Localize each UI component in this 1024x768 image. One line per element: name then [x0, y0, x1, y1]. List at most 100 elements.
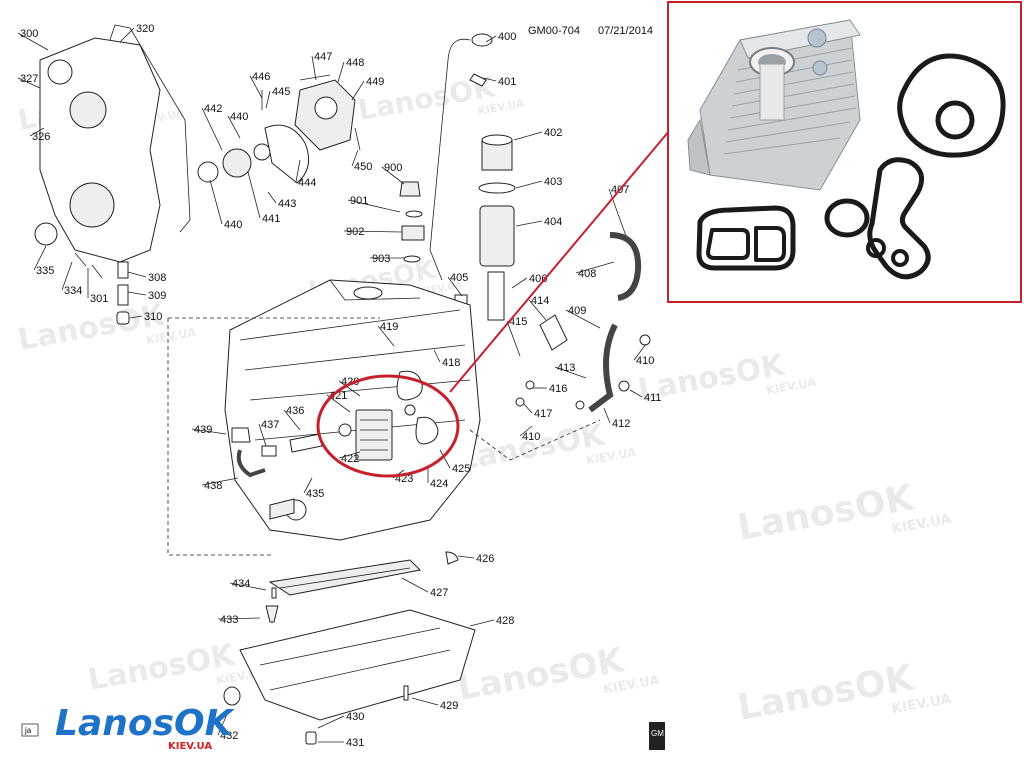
part-callout-310: 310 [144, 311, 162, 323]
leader-line [295, 159, 301, 183]
leader-line [33, 245, 47, 271]
gm-mark: GM [651, 729, 664, 738]
part-callout-422: 422 [341, 453, 359, 465]
corner-box-left [21, 723, 39, 737]
leader-line [127, 271, 147, 278]
watermark-text: LanosOK [455, 640, 629, 709]
leader-line [575, 261, 615, 274]
leader-line [247, 171, 261, 219]
part-callout-414: 414 [531, 295, 549, 307]
part-callout-430: 430 [346, 711, 364, 723]
diagram-code: GM00-704 [528, 25, 580, 37]
part-callout-415: 415 [509, 316, 527, 328]
leader-line [338, 380, 361, 397]
leader-line [515, 180, 543, 189]
leader-line [506, 320, 521, 357]
leader-line [523, 403, 533, 414]
part-callout-301: 301 [90, 293, 108, 305]
logo-text: LanosOK [55, 703, 236, 744]
leader-line [351, 80, 365, 101]
leader-line [351, 149, 359, 167]
part-callout-427: 427 [430, 587, 448, 599]
part-callout-442: 442 [204, 103, 222, 115]
leader-line [457, 555, 475, 559]
leader-line [447, 276, 463, 297]
part-callout-426: 426 [476, 553, 494, 565]
part-callout-901: 901 [350, 195, 368, 207]
brand-logo[interactable]: LanosOK KIEV.UA [55, 703, 236, 752]
leader-line [565, 309, 601, 329]
part-callout-440: 440 [230, 111, 248, 123]
part-callout-327: 327 [20, 73, 38, 85]
gasket-set [696, 53, 1006, 280]
part-callout-320: 320 [136, 23, 154, 35]
part-callout-903: 903 [372, 253, 390, 265]
logo-subtext: KIEV.UA [168, 741, 212, 752]
leader-line [29, 127, 45, 137]
corner-mark-left: ja [24, 726, 32, 735]
leader-line [347, 199, 401, 213]
leader-line [267, 191, 277, 204]
leader-line [528, 299, 547, 321]
part-callout-428: 428 [496, 615, 514, 627]
leader-line [554, 366, 587, 379]
part-callout-400: 400 [498, 31, 516, 43]
gm-mark-box [649, 722, 665, 750]
part-callout-308: 308 [148, 272, 166, 284]
leader-line [433, 349, 441, 363]
part-callout-405: 405 [450, 272, 468, 284]
leader-line [127, 291, 147, 296]
watermark-text: LanosOK [734, 657, 917, 728]
leader-line [633, 343, 647, 361]
leader-line [209, 179, 223, 225]
part-callout-409: 409 [568, 305, 586, 317]
part-callout-434: 434 [232, 578, 250, 590]
leader-line [629, 389, 643, 398]
part-callout-418: 418 [442, 357, 460, 369]
part-callout-900: 900 [384, 162, 402, 174]
oil-cooler-image [687, 19, 861, 191]
leader-line [17, 77, 41, 89]
part-callout-448: 448 [346, 57, 364, 69]
part-callout-438: 438 [204, 480, 222, 492]
leader-line [201, 107, 223, 151]
leader-line [338, 451, 361, 459]
part-callout-416: 416 [549, 383, 567, 395]
part-callout-902: 902 [346, 226, 364, 238]
leader-line [469, 619, 495, 627]
part-callout-410: 410 [522, 431, 540, 443]
leader-line [439, 449, 451, 469]
part-callout-309: 309 [148, 290, 166, 302]
leader-line [303, 477, 313, 494]
watermark-text: LanosOK [734, 477, 917, 548]
part-callout-444: 444 [298, 177, 316, 189]
part-callout-413: 413 [557, 362, 575, 374]
leader-line [381, 166, 405, 185]
part-callout-419: 419 [380, 321, 398, 333]
leader-line [343, 230, 403, 233]
part-callout-410: 410 [636, 355, 654, 367]
engine-illustration [34, 24, 651, 745]
leader-line [317, 715, 345, 729]
part-callout-450: 450 [354, 161, 372, 173]
part-callout-436: 436 [286, 405, 304, 417]
oil-cooler-highlight [316, 374, 460, 478]
part-callout-440: 440 [224, 219, 242, 231]
part-callout-433: 433 [220, 614, 238, 626]
leader-line [511, 277, 528, 289]
part-callout-403: 403 [544, 176, 562, 188]
part-callout-437: 437 [261, 419, 279, 431]
leader-line [483, 77, 497, 82]
part-callout-334: 334 [64, 285, 82, 297]
part-callout-439: 439 [194, 424, 212, 436]
leader-line [515, 220, 543, 227]
leader-line [603, 407, 611, 424]
part-callout-435: 435 [306, 488, 324, 500]
leader-line [265, 90, 271, 109]
part-callout-443: 443 [278, 198, 296, 210]
inset-pointer-line [449, 129, 671, 393]
leader-line [191, 428, 227, 435]
